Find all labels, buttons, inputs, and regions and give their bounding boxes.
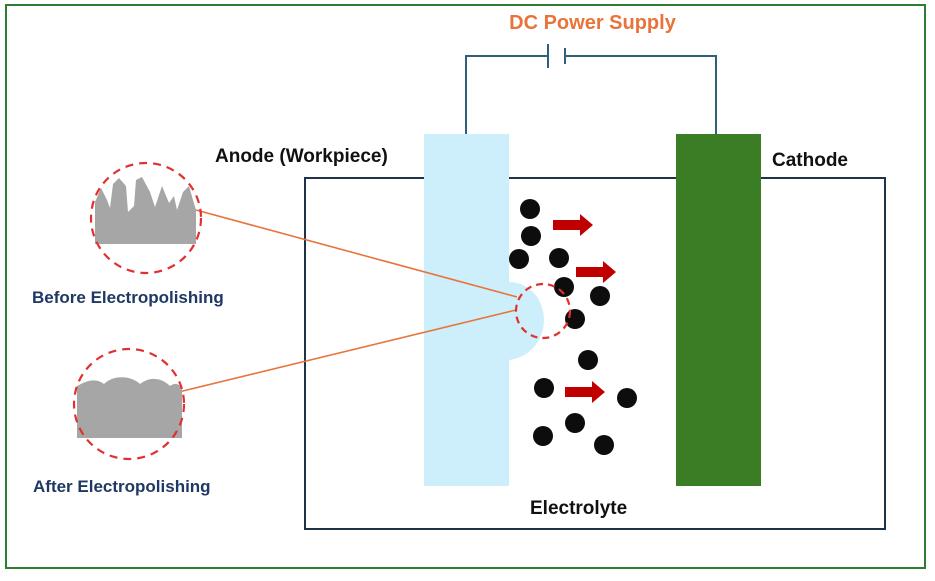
anode-electrode (424, 134, 544, 486)
rough-surface-profile (95, 177, 196, 244)
ion (520, 199, 540, 219)
smooth-surface-profile (77, 377, 182, 438)
ion (534, 378, 554, 398)
after-electropolishing-label: After Electropolishing (33, 477, 211, 496)
after-surface (72, 347, 186, 461)
after-zoom-circle (72, 347, 186, 461)
ion (521, 226, 541, 246)
ion (565, 309, 585, 329)
anode-zoom-circle (514, 282, 572, 340)
callout-lines (153, 209, 518, 399)
right-arrow-icon (576, 261, 616, 283)
electrolyte-tank (304, 177, 886, 530)
circuit-wires (465, 44, 717, 134)
ion (565, 413, 585, 433)
right-arrow-icon (565, 381, 605, 403)
ions (509, 199, 637, 455)
before-zoom-circle (89, 161, 203, 275)
power-supply-label: DC Power Supply (509, 12, 676, 34)
electrolyte-label: Electrolyte (530, 498, 628, 519)
anode-label: Anode (Workpiece) (215, 146, 388, 167)
ion (549, 248, 569, 268)
ion (554, 277, 574, 297)
before-surface (89, 161, 203, 275)
before-electropolishing-label: Before Electropolishing (32, 288, 224, 307)
ion (509, 249, 529, 269)
ion (590, 286, 610, 306)
right-arrow-icon (553, 214, 593, 236)
ion (533, 426, 553, 446)
ion (617, 388, 637, 408)
ion-flow-arrows (553, 214, 616, 403)
diagram-frame (5, 4, 926, 569)
ion (594, 435, 614, 455)
cathode-label: Cathode (772, 150, 848, 171)
ion (578, 350, 598, 370)
cathode-electrode (676, 134, 761, 486)
